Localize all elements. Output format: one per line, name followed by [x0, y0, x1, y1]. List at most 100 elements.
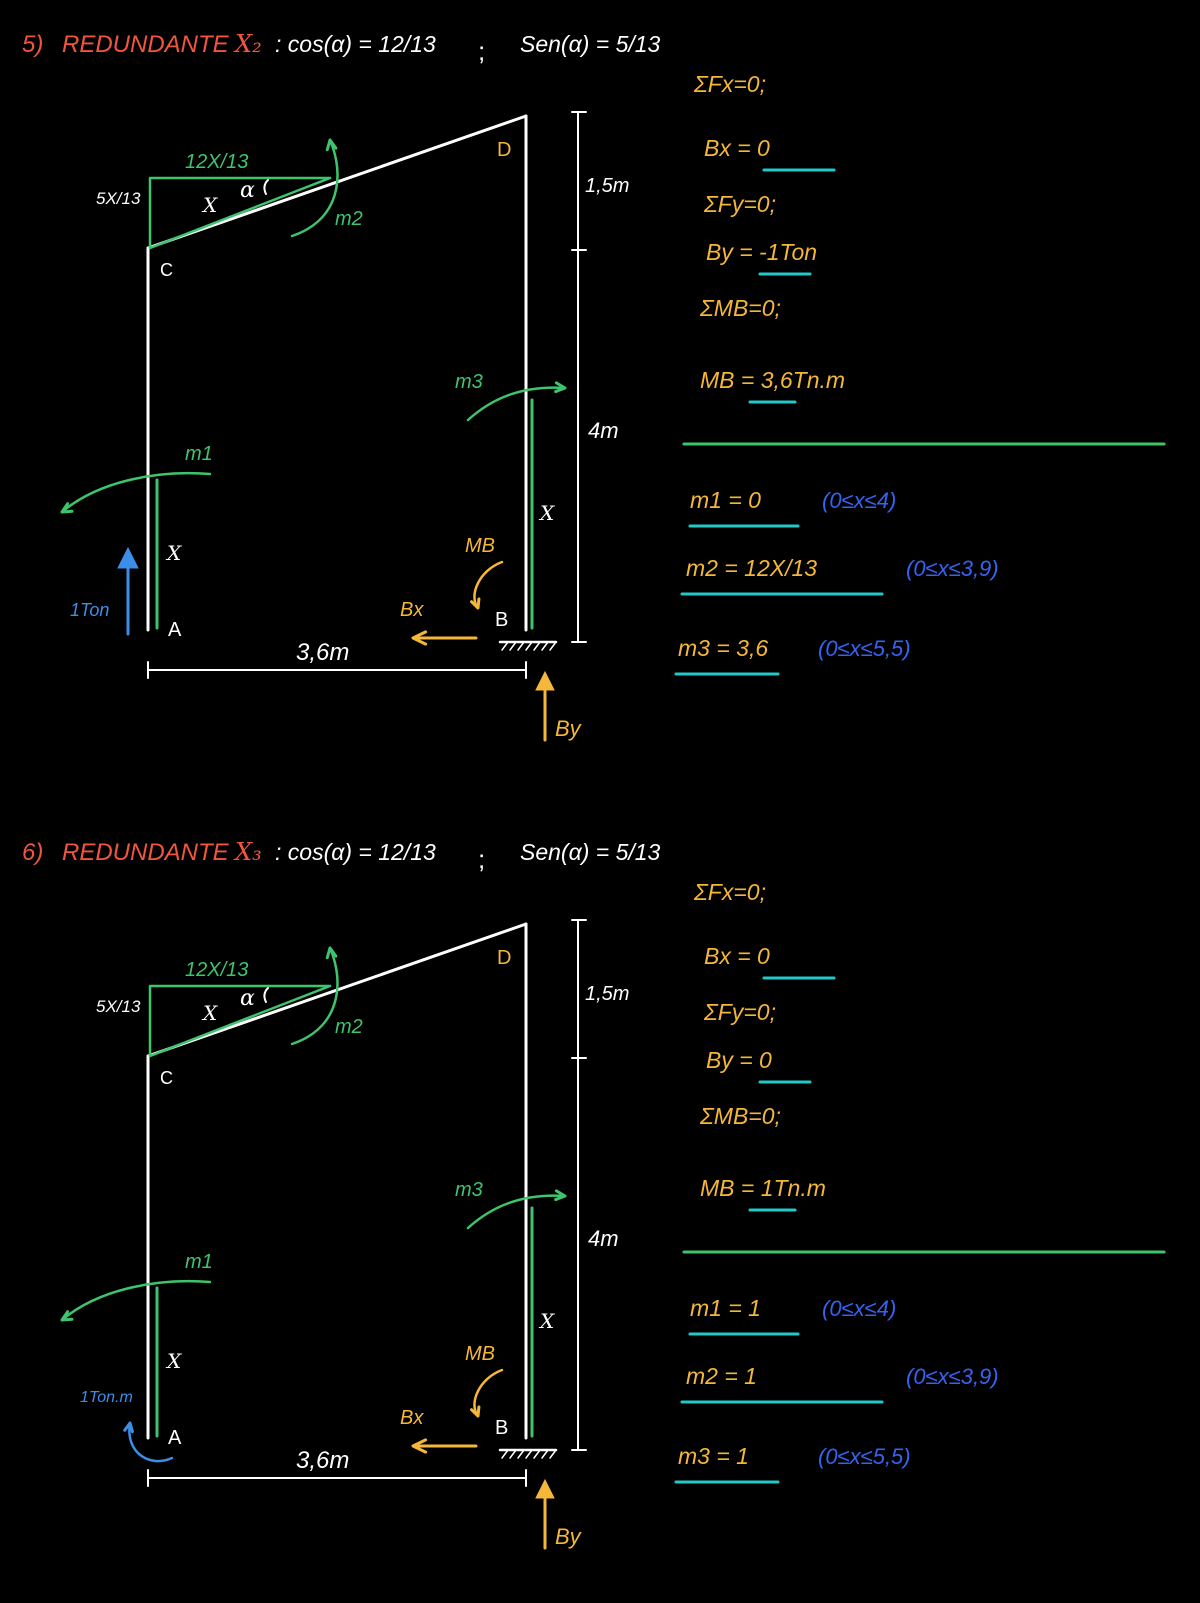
label-mb: MB [465, 1343, 495, 1365]
node-label-b: B [495, 1417, 508, 1439]
reaction-moment-mb-head [470, 597, 481, 610]
moment-range-3: (0≤x≤5,5) [818, 636, 911, 661]
redundant-variable: X₂ [233, 30, 262, 58]
x-along-column-left: X [165, 541, 182, 565]
equation-4: By = -1Ton [706, 239, 817, 265]
label-m1: m1 [185, 1251, 213, 1273]
moment-arrow-m2 [290, 138, 339, 238]
moment-arrow-m2-head [325, 138, 338, 152]
node-label-d: D [497, 947, 511, 969]
sin-alpha: Sen(α) = 5/13 [520, 31, 661, 57]
node-label-d: D [497, 139, 511, 161]
equation-2: Bx = 0 [704, 135, 770, 161]
title-word: REDUNDANTE [62, 31, 230, 58]
support-hatch [509, 641, 517, 651]
dim-label-right: 4m [588, 418, 619, 443]
x-along-incline: X [201, 1001, 218, 1025]
moment-arrow-m1 [60, 1279, 212, 1322]
moment-arrow-m1 [60, 471, 212, 514]
cos-alpha: : cos(α) = 12/13 [275, 31, 436, 57]
unit-moment-head [123, 1421, 134, 1434]
support-hatch [501, 1449, 509, 1459]
label-mb: MB [465, 535, 495, 557]
incline-section [148, 984, 332, 1058]
component-triangle [148, 984, 332, 1058]
dim-label-top: 1,5m [585, 983, 629, 1005]
unit-load-label: 1Ton [70, 600, 109, 620]
equation-2: Bx = 0 [704, 943, 770, 969]
moment-range-3: (0≤x≤5,5) [818, 1444, 911, 1469]
support-hatch [549, 641, 557, 651]
equation-3: ΣFy=0; [703, 191, 776, 217]
alpha-angle: α [240, 178, 255, 203]
component-triangle [148, 176, 332, 250]
section-number: 6) [22, 839, 43, 866]
dim-label-right: 4m [588, 1226, 619, 1251]
support-hatch [549, 1449, 557, 1459]
moment-expr-1: m1 = 1 [690, 1295, 761, 1321]
equation-3: ΣFy=0; [703, 999, 776, 1025]
reaction-bx-head [411, 1438, 428, 1454]
support-hatch [533, 641, 541, 651]
cos-alpha: : cos(α) = 12/13 [275, 839, 436, 865]
label-m3: m3 [455, 1179, 483, 1201]
horizontal-component: 12X/13 [185, 959, 248, 981]
label-bx: Bx [400, 599, 424, 621]
x-along-column-right: X [538, 1309, 555, 1333]
label-m2: m2 [335, 208, 363, 230]
moment-arrow-m2-head [325, 946, 338, 960]
node-label-b: B [495, 609, 508, 631]
reaction-by-head [535, 670, 555, 691]
moment-arrow-m1-head [60, 1310, 74, 1322]
moment-range-2: (0≤x≤3,9) [906, 1364, 999, 1389]
node-label-a: A [168, 619, 182, 641]
semicolon: ; [478, 36, 485, 66]
moment-range-2: (0≤x≤3,9) [906, 556, 999, 581]
angle-arc [263, 987, 269, 1003]
vertical-component: 5X/13 [96, 189, 141, 208]
label-m3: m3 [455, 371, 483, 393]
equation-1: ΣFx=0; [693, 71, 766, 97]
moment-arrow-m1-head [60, 502, 74, 514]
equation-5: ΣMB=0; [699, 295, 781, 321]
support-hatch [517, 1449, 525, 1459]
dim-label-top: 1,5m [585, 175, 629, 197]
node-label-a: A [168, 1427, 182, 1449]
support-hatch [509, 1449, 517, 1459]
equation-4: By = 0 [706, 1047, 772, 1073]
angle-arc [263, 179, 269, 195]
equation-6: MB = 3,6Tn.m [700, 367, 845, 393]
label-m2: m2 [335, 1016, 363, 1038]
incline-section [148, 176, 332, 250]
node-label-c: C [160, 1068, 173, 1088]
section-number: 5) [22, 31, 43, 58]
x-along-column-left: X [165, 1349, 182, 1373]
reaction-bx-head [411, 630, 428, 646]
node-label-c: C [160, 260, 173, 280]
semicolon: ; [478, 844, 485, 874]
support-hatch [525, 641, 533, 651]
reaction-by-head [535, 1478, 555, 1499]
moment-expr-3: m3 = 3,6 [678, 635, 768, 661]
unit-force-head [117, 546, 139, 569]
equation-5: ΣMB=0; [699, 1103, 781, 1129]
redundant-variable: X₃ [233, 838, 262, 866]
support-hatch [525, 1449, 533, 1459]
moment-arrow-m3 [466, 1194, 567, 1230]
support-hatch [517, 641, 525, 651]
reaction-moment-mb-head [470, 1405, 481, 1418]
label-by: By [555, 716, 583, 741]
dim-label-bottom: 3,6m [296, 639, 349, 666]
moment-arrow-m3-head [554, 381, 567, 394]
alpha-angle: α [240, 986, 255, 1011]
horizontal-component: 12X/13 [185, 151, 248, 173]
moment-range-1: (0≤x≤4) [822, 1296, 896, 1321]
support-hatch [533, 1449, 541, 1459]
label-m1: m1 [185, 443, 213, 465]
label-bx: Bx [400, 1407, 424, 1429]
moment-expr-2: m2 = 12X/13 [686, 555, 817, 581]
